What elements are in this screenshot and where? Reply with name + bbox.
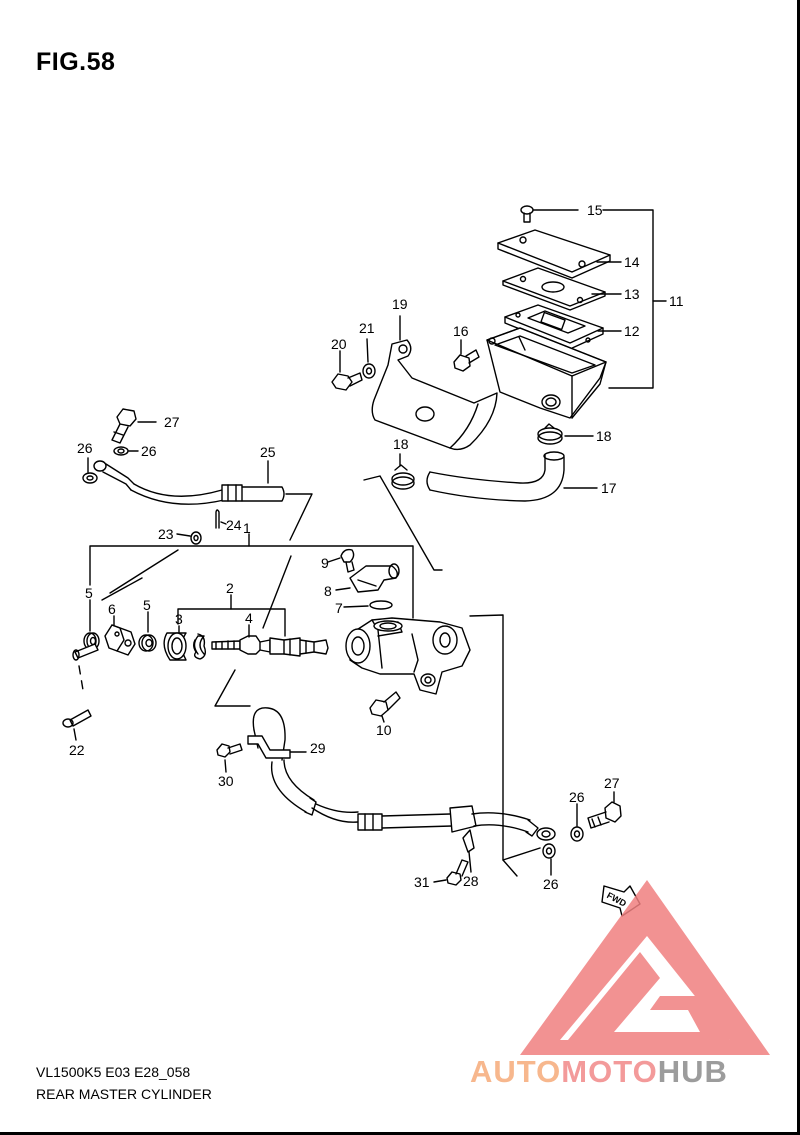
o-ring-7: [343, 600, 393, 610]
brand-part-auto: AUTO: [470, 1054, 562, 1089]
callout-31: 31: [414, 874, 430, 890]
bolt-30: [216, 743, 243, 773]
callout-12: 12: [624, 323, 640, 339]
reservoir-cap-14: [497, 229, 611, 279]
washer-26-upper-a: [113, 446, 139, 456]
callout-18-lower: 18: [393, 436, 409, 452]
callout-16: 16: [453, 323, 469, 339]
clevis-pin-22: [62, 643, 99, 741]
callout-8: 8: [324, 583, 332, 599]
figure-name: REAR MASTER CYLINDER: [36, 1086, 212, 1102]
bolt-20: [331, 350, 363, 391]
union-bolt-27-upper: [111, 408, 157, 444]
washer-23: [176, 531, 202, 545]
callout-5-right: 5: [143, 597, 151, 613]
hose-clip-29: [247, 735, 307, 759]
figure-code: VL1500K5 E03 E28_058: [36, 1064, 191, 1080]
hose-clamp-18-lower: [391, 453, 415, 490]
screw-9: [327, 548, 355, 573]
callout-9: 9: [321, 555, 329, 571]
callout-17: 17: [601, 480, 617, 496]
reservoir-hose-17: [426, 451, 598, 502]
callout-18-upper: 18: [596, 428, 612, 444]
callout-24: 24: [226, 517, 242, 533]
callout-27-lower: 27: [604, 775, 620, 791]
callout-20: 20: [331, 336, 347, 352]
figure-title: FIG.58: [36, 48, 116, 76]
lower-hose: [252, 707, 556, 841]
nut-5-right: [138, 611, 157, 652]
callout-26-upper-b: 26: [77, 440, 93, 456]
callout-25: 25: [260, 444, 276, 460]
connector-8: [335, 563, 400, 593]
callout-13: 13: [624, 286, 640, 302]
reservoir-plate-13: [502, 267, 606, 311]
washer-5-left: [83, 599, 100, 650]
washer-26-lower-b: [542, 843, 556, 876]
callout-23: 23: [158, 526, 174, 542]
callout-28: 28: [463, 873, 479, 889]
reservoir-bracket-19: [371, 315, 498, 451]
callout-3: 3: [175, 611, 183, 627]
washer-26-upper-b: [82, 457, 98, 484]
callout-14: 14: [624, 254, 640, 270]
bolt-10: [369, 691, 401, 723]
brake-hose-25: [93, 460, 285, 505]
callout-26-upper-a: 26: [141, 443, 157, 459]
callout-6: 6: [108, 601, 116, 617]
callout-10: 10: [376, 722, 392, 738]
reservoir-screw-15: [520, 205, 579, 223]
callout-15: 15: [587, 202, 603, 218]
callout-22: 22: [69, 742, 85, 758]
callout-11: 11: [669, 293, 684, 309]
bolt-16: [453, 339, 480, 372]
callout-5-left: 5: [85, 585, 93, 601]
hose-clamp-18-upper: [537, 423, 594, 445]
bolt-31: [433, 859, 469, 886]
callout-30: 30: [218, 773, 234, 789]
callout-26-lower-b: 26: [543, 876, 559, 892]
callout-7: 7: [335, 600, 343, 616]
union-bolt-27-lower: [587, 791, 622, 829]
callout-27-upper: 27: [164, 414, 180, 430]
brand-part-hub: HUB: [657, 1054, 728, 1089]
callout-1: 1: [243, 520, 251, 536]
dust-boot-3: [163, 625, 187, 661]
circlip-2: [193, 633, 207, 660]
callout-2: 2: [226, 580, 234, 596]
pushrod-4: [211, 635, 329, 657]
callout-4: 4: [245, 610, 253, 626]
washer-26-lower-a: [570, 803, 584, 842]
clevis-6: [104, 615, 136, 656]
automotohub-logo-triangle: [520, 880, 770, 1055]
washer-21: [362, 338, 376, 379]
callout-26-lower-a: 26: [569, 789, 585, 805]
hose-clamp-28: [462, 829, 475, 873]
callout-29: 29: [310, 740, 326, 756]
brand-part-moto: MOTO: [561, 1054, 658, 1089]
reservoir-body-11: [486, 327, 607, 419]
cotter-pin-24: [215, 509, 227, 529]
callout-19: 19: [392, 296, 408, 312]
master-cylinder-body: [345, 617, 471, 695]
automotohub-brand-text: AUTOMOTOHUB: [470, 1054, 728, 1090]
callout-21: 21: [359, 320, 375, 336]
